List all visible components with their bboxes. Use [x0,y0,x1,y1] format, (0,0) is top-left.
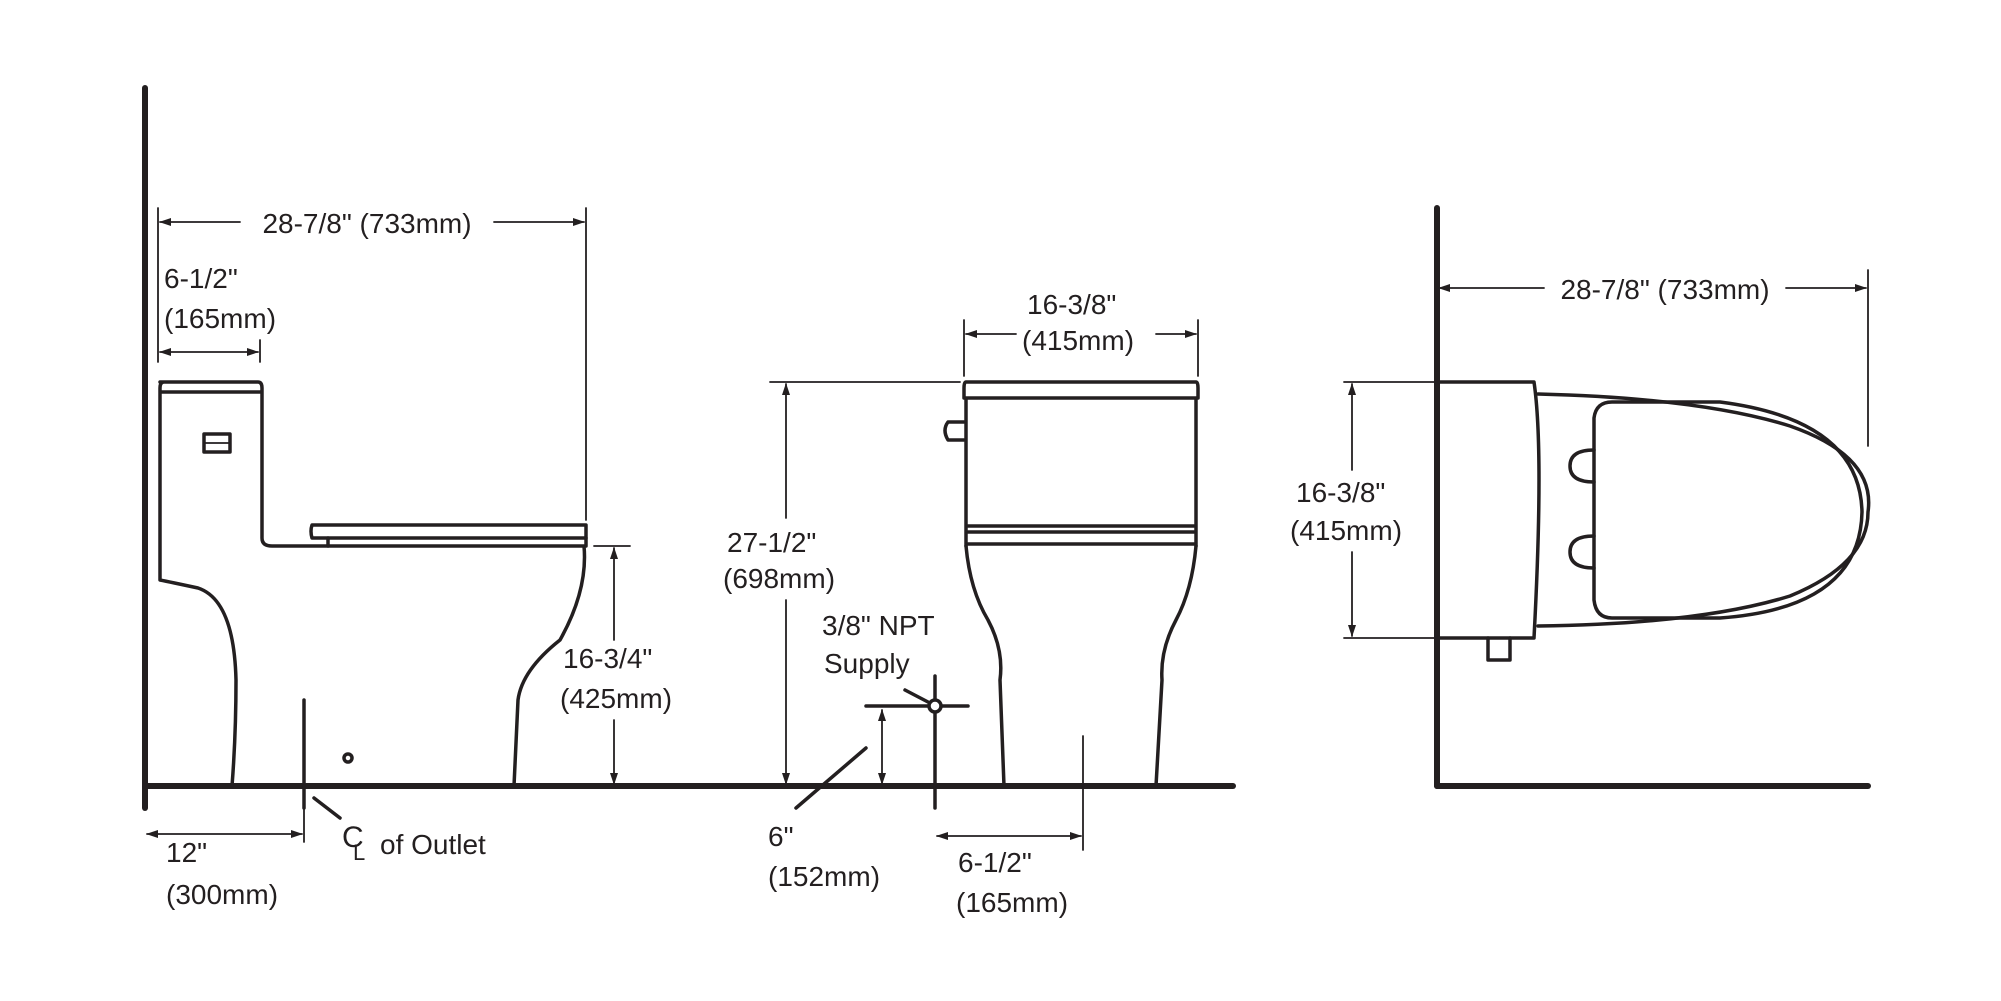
side-toilet-outline [158,380,587,788]
top-hinge-upper [1568,448,1596,484]
supply-offset-in-label: 6-1/2" [958,847,1032,878]
outlet-leader [312,796,342,820]
supply-height-in-label: 6" [768,821,794,852]
top-view: 28-7/8" (733mm) 16-3/8" (415mm) [1290,205,1871,789]
supply-leader [903,688,930,704]
flush-handle [943,420,966,442]
tank-depth-mm-label: (165mm) [164,303,276,334]
top-tank-outline [1435,380,1541,640]
outlet-l-symbol: L [353,840,365,865]
rough-in-mm-label: (300mm) [166,879,278,910]
outlet-c-symbol: C [342,821,364,854]
front-bowl-outline [964,544,1198,788]
top-hinge-lower [1568,534,1596,570]
front-width-mm-label: (415mm) [1022,325,1134,356]
top-bowl-outline [1536,392,1871,628]
supply-connection [927,698,943,714]
side-seat-lid [309,523,588,540]
outlet-label: of Outlet [380,829,486,860]
seat-height-mm-label: (425mm) [560,683,672,714]
side-overall-depth-label: 28-7/8" (733mm) [262,208,471,239]
front-height-in-label: 27-1/2" [727,527,816,558]
top-width-mm-label: (415mm) [1290,515,1402,546]
supply-height-mm-label: (152mm) [768,861,880,892]
side-seat-ring [326,536,588,548]
top-outlet-stub [1486,636,1512,662]
supply-height-leader [794,746,868,810]
front-height-mm-label: (698mm) [723,563,835,594]
supply-label-line2: Supply [824,648,910,679]
top-overall-depth-label: 28-7/8" (733mm) [1560,274,1769,305]
top-width-in-label: 16-3/8" [1296,477,1385,508]
tank-depth-in-label: 6-1/2" [164,263,238,294]
rough-in-in-label: 12" [166,837,207,868]
front-width-in-label: 16-3/8" [1027,289,1116,320]
side-view: 28-7/8" (733mm) 6-1/2" (165mm) 12" (300m… [142,85,1236,910]
supply-offset-mm-label: (165mm) [956,887,1068,918]
seat-height-in-label: 16-3/4" [563,643,652,674]
front-tank-outline [962,380,1200,548]
supply-label-line1: 3/8" NPT [822,610,935,641]
front-view: 16-3/8" (415mm) 27-1/2" (698mm) 3/8" NPT… [723,289,1200,918]
top-seat-lid [1592,400,1864,620]
outlet-dot [342,752,354,764]
